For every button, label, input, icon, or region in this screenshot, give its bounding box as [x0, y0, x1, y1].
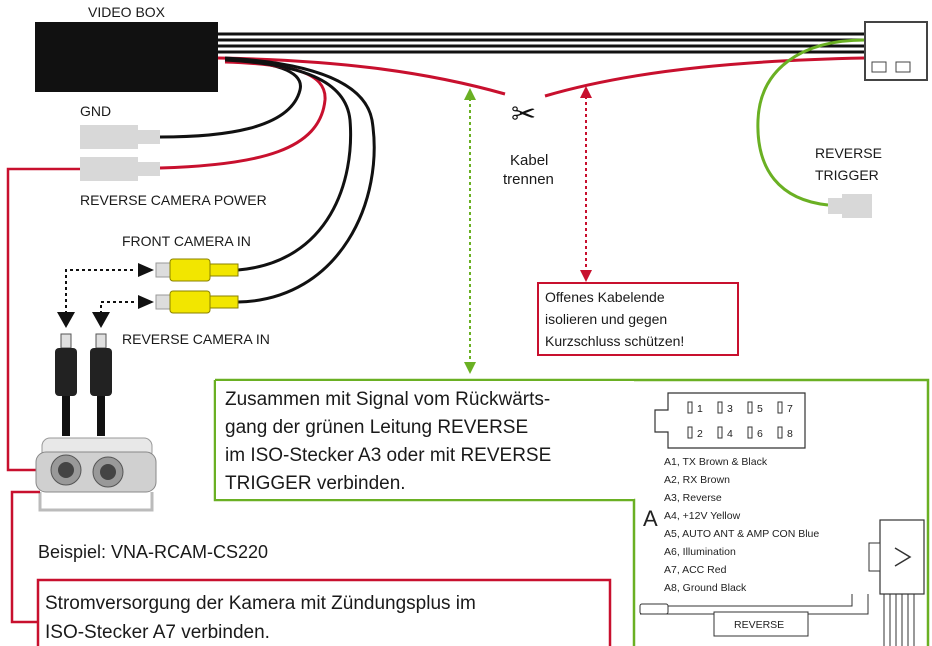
- front-camera-rca: [138, 258, 239, 282]
- svg-text:Offenes Kabelende: Offenes Kabelende: [545, 289, 665, 305]
- insulate-note: [537, 282, 739, 356]
- reverse-camera-label: REVERSE CAMERA IN: [122, 331, 270, 347]
- svg-text:A8, Ground Black: A8, Ground Black: [664, 582, 747, 594]
- svg-text:A1, TX Brown & Black: A1, TX Brown & Black: [664, 456, 768, 468]
- front-camera-label: FRONT CAMERA IN: [122, 233, 251, 249]
- svg-text:2: 2: [697, 428, 703, 440]
- iso-letter: A: [643, 506, 658, 531]
- green-wire: [756, 38, 866, 207]
- svg-text:A6, Illumination: A6, Illumination: [664, 546, 736, 558]
- cut-label-1: Kabel: [510, 152, 548, 169]
- svg-text:TRIGGER verbinden.: TRIGGER verbinden.: [225, 473, 406, 494]
- cut-label-2: trennen: [503, 171, 554, 188]
- svg-text:gang der grünen Leitung REVERS: gang der grünen Leitung REVERSE: [225, 417, 528, 438]
- svg-text:A7, ACC Red: A7, ACC Red: [664, 564, 727, 576]
- svg-text:6: 6: [757, 428, 763, 440]
- reverse-power-label: REVERSE CAMERA POWER: [80, 192, 267, 208]
- svg-text:ISO-Stecker A7 verbinden.: ISO-Stecker A7 verbinden.: [45, 622, 270, 643]
- red-wire-left: [217, 56, 506, 96]
- svg-text:A3, Reverse: A3, Reverse: [664, 492, 722, 504]
- video-box: [35, 22, 218, 92]
- svg-text:REVERSE: REVERSE: [734, 619, 784, 631]
- camera-rca-plugs: [55, 333, 112, 436]
- red-wire-right: [544, 56, 866, 98]
- svg-text:1: 1: [697, 403, 703, 415]
- svg-text:im ISO-Stecker A3 oder mit REV: im ISO-Stecker A3 oder mit REVERSE: [225, 445, 551, 466]
- reverse-note-frame: [213, 378, 930, 646]
- gnd-plug: [80, 125, 160, 149]
- scissors-icon: ✂: [511, 98, 536, 131]
- reverse-trigger-label-2: TRIGGER: [815, 167, 879, 183]
- iso-pin-diagram: 1 3 5 7 2 4 6 8: [654, 392, 806, 449]
- camera-power-wire: [6, 167, 80, 472]
- reverse-trigger-label-1: REVERSE: [815, 145, 882, 161]
- power-note: [36, 578, 612, 646]
- example-label: Beispiel: VNA-RCAM-CS220: [38, 542, 268, 562]
- svg-text:7: 7: [787, 403, 793, 415]
- svg-text:A2, RX Brown: A2, RX Brown: [664, 474, 730, 486]
- main-harness: [217, 32, 866, 207]
- svg-text:4: 4: [727, 428, 733, 440]
- iso-harness-icon: REVERSE: [639, 519, 925, 646]
- svg-text:Zusammen mit Signal vom Rückwä: Zusammen mit Signal vom Rückwärts-: [225, 389, 550, 410]
- drop-wires: [159, 56, 376, 304]
- front-dotted-arrow: [65, 269, 136, 320]
- svg-text:isolieren und gegen: isolieren und gegen: [545, 311, 667, 327]
- reverse-trigger-plug: [828, 194, 872, 218]
- svg-text:Kurzschluss schützen!: Kurzschluss schützen!: [545, 333, 684, 349]
- svg-text:A4, +12V Yellow: A4, +12V Yellow: [664, 510, 741, 522]
- iso-connector-icon: [864, 21, 928, 81]
- camera-icon: [35, 437, 157, 512]
- gnd-label: GND: [80, 103, 111, 119]
- svg-text:5: 5: [757, 403, 763, 415]
- reverse-power-plug: [80, 157, 160, 181]
- svg-text:A5, AUTO ANT & AMP CON Blue: A5, AUTO ANT & AMP CON Blue: [664, 528, 819, 540]
- video-box-label: VIDEO BOX: [88, 4, 166, 20]
- svg-text:3: 3: [727, 403, 733, 415]
- svg-text:Stromversorgung der Kamera mit: Stromversorgung der Kamera mit Zündungsp…: [45, 593, 476, 614]
- iso-pin-list: A1, TX Brown & Black A2, RX Brown A3, Re…: [664, 456, 819, 594]
- svg-text:8: 8: [787, 428, 793, 440]
- reverse-camera-rca: [138, 290, 239, 314]
